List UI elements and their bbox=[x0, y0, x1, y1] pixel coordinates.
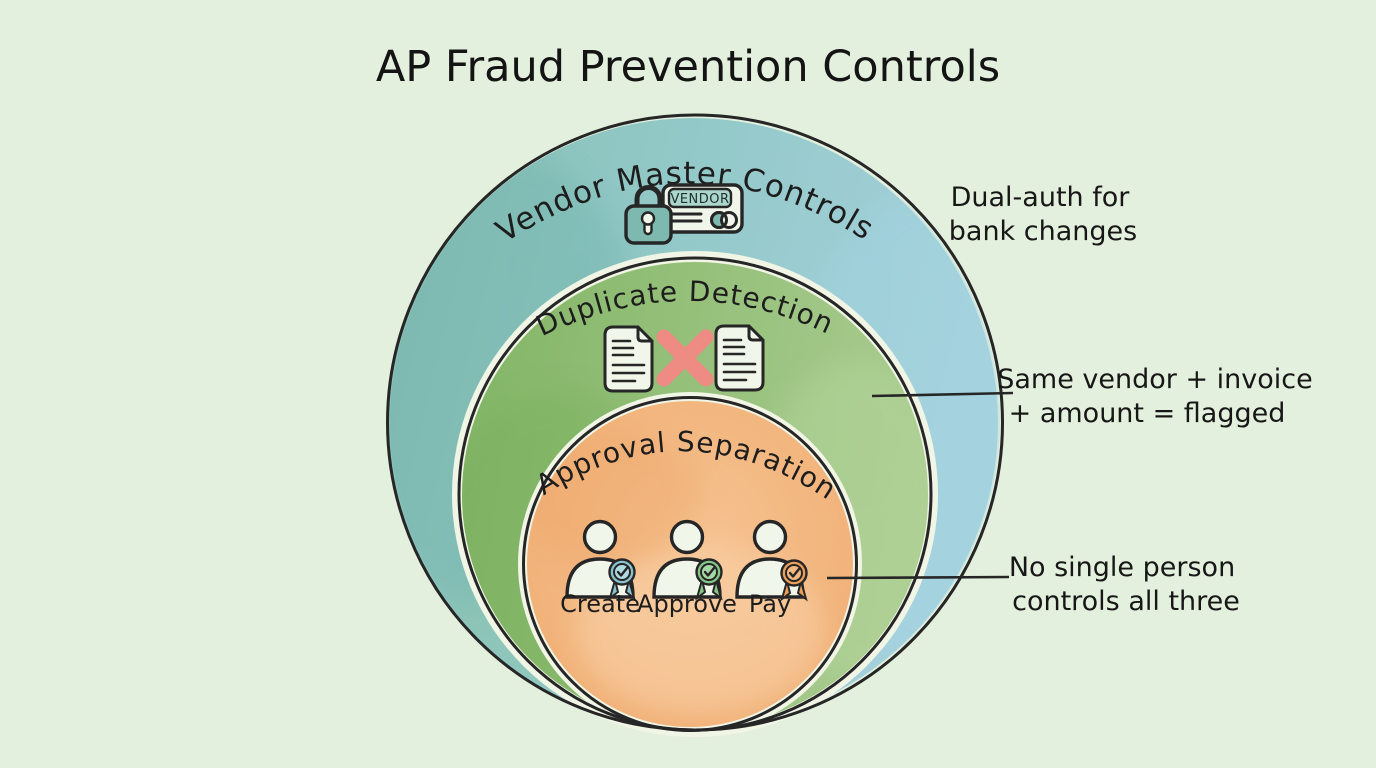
annotation-duplicate-line1: Same vendor + invoice bbox=[997, 364, 1313, 395]
document-icon-left bbox=[603, 325, 654, 393]
vendor-chip-label: VENDOR bbox=[670, 192, 729, 207]
person-approve-icon bbox=[652, 519, 723, 601]
vendor-card-icon: VENDOR bbox=[661, 183, 744, 234]
person-pay-icon bbox=[735, 519, 808, 602]
person-create-icon bbox=[565, 519, 636, 601]
callout-line-separation bbox=[826, 575, 1010, 580]
annotation-dual-auth-line2: bank changes bbox=[949, 216, 1137, 247]
badge-approve-icon bbox=[695, 558, 723, 601]
lock-icon bbox=[624, 185, 673, 245]
x-icon bbox=[656, 329, 714, 387]
document-icon-right bbox=[714, 324, 765, 392]
role-label-approve: Approve bbox=[637, 590, 737, 618]
callout-line-duplicate bbox=[871, 391, 1014, 398]
annotation-separation-line2: controls all three bbox=[1012, 586, 1240, 617]
badge-pay-icon bbox=[780, 559, 808, 602]
keyhole-icon bbox=[640, 211, 656, 236]
annotation-no-single-person: No single person controls all three bbox=[1009, 552, 1240, 617]
role-label-pay: Pay bbox=[749, 590, 791, 618]
page-title: AP Fraud Prevention Controls bbox=[376, 42, 1000, 92]
role-label-create: Create bbox=[560, 590, 640, 618]
check-icon bbox=[616, 566, 629, 577]
annotation-duplicate-line2: + amount = flagged bbox=[1009, 398, 1286, 429]
annotation-duplicate-flagged: Same vendor + invoice + amount = flagged bbox=[997, 364, 1313, 429]
annotation-dual-auth-line1: Dual-auth for bbox=[951, 182, 1131, 213]
inner-ring-outline bbox=[522, 396, 858, 732]
check-icon bbox=[788, 567, 801, 578]
annotation-dual-auth: Dual-auth for bank changes bbox=[949, 182, 1137, 247]
annotation-separation-line1: No single person bbox=[1009, 552, 1235, 583]
badge-create-icon bbox=[608, 558, 636, 601]
check-icon bbox=[703, 566, 716, 577]
